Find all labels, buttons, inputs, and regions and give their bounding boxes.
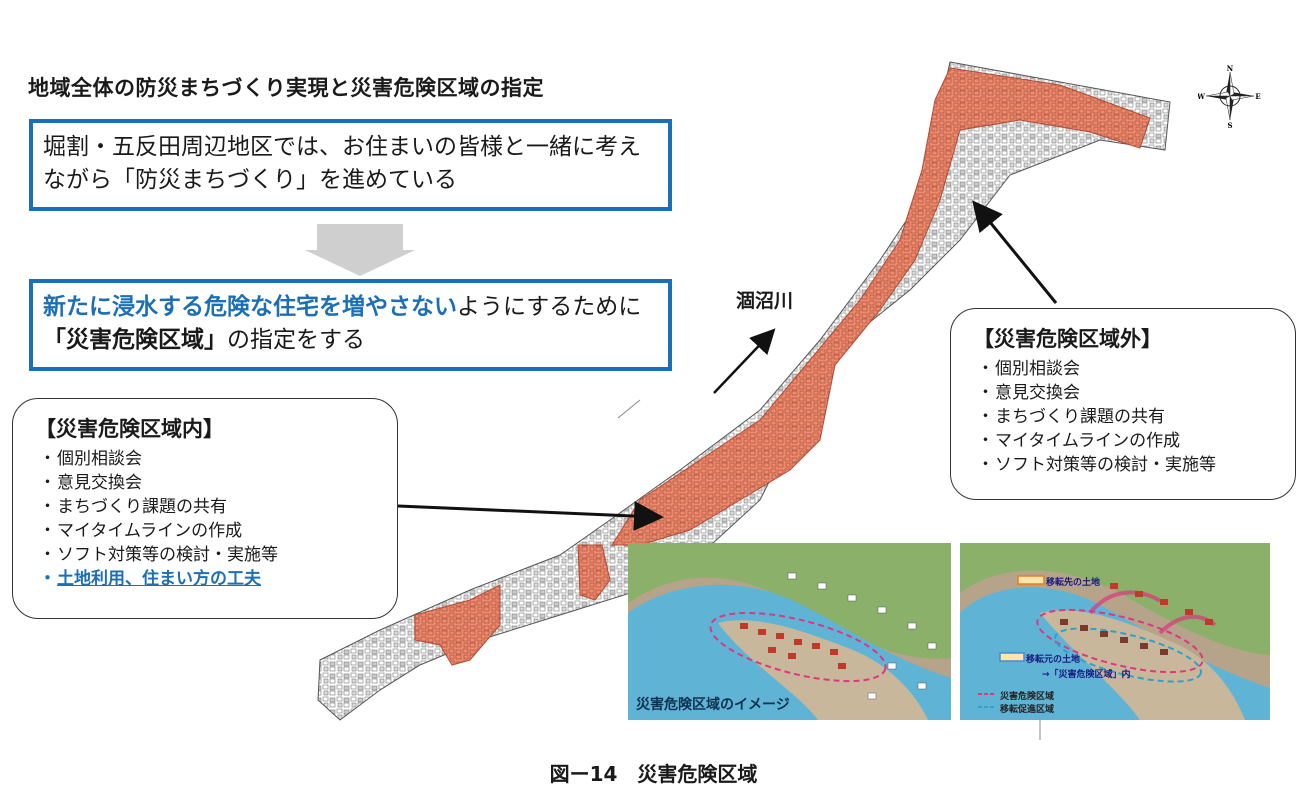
list-item: マイタイムラインの作成 (57, 519, 375, 543)
designation-text-b: の指定をする (227, 327, 365, 353)
designation-accent: 新たに浸水する危険な住宅を増やさない (43, 294, 457, 320)
relocation-illustration-art (960, 543, 1270, 720)
list-item: まちづくり課題の共有 (57, 495, 375, 519)
outside-pointer-arrow (972, 200, 1058, 304)
list-item: まちづくり課題の共有 (995, 405, 1273, 429)
town-map (317, 61, 1171, 740)
compass-n: N (1227, 64, 1234, 73)
page-heading: 地域全体の防災まちづくり実現と災害危険区域の指定 (28, 76, 544, 100)
hazard-zone-west (414, 584, 501, 666)
list-item: 個別相談会 (57, 447, 375, 471)
hazard-zone-main (611, 67, 1151, 546)
list-item-highlight: 土地利用、住まい方の工夫 (57, 567, 375, 591)
river-label: 涸沼川 (736, 290, 794, 312)
figure-caption: 図ー14 災害危険区域 (549, 762, 758, 786)
compass-w: W (1198, 92, 1205, 101)
district-area (317, 61, 1171, 721)
compass-s: S (1227, 121, 1232, 128)
inside-zone-label: →「災害危険区域」内 (1042, 670, 1131, 680)
inside-zone-box: 【災害危険区域内】 個別相談会 意見交換会 まちづくり課題の共有 マイタイムライ… (12, 398, 398, 619)
down-arrow-icon (305, 224, 415, 276)
list-item: 意見交換会 (57, 471, 375, 495)
illustration-caption: 災害危険区域のイメージ (636, 697, 790, 713)
legend-hazard-zone: 災害危険区域 (1000, 692, 1055, 702)
inside-zone-title: 【災害危険区域内】 (35, 417, 224, 441)
outside-zone-title: 【災害危険区域外】 (973, 327, 1162, 351)
hazard-zone-illustration-art (628, 543, 951, 720)
designation-text-a: ようにするために (457, 294, 642, 320)
list-item: マイタイムラインの作成 (995, 429, 1273, 453)
hazard-zone-south (577, 544, 611, 601)
list-item: 個別相談会 (995, 357, 1273, 381)
list-item: ソフト対策等の検討・実施等 (57, 543, 375, 567)
outside-zone-list: 個別相談会 意見交換会 まちづくり課題の共有 マイタイムラインの作成 ソフト対策… (973, 357, 1273, 477)
inside-zone-list: 個別相談会 意見交換会 まちづくり課題の共有 マイタイムラインの作成 ソフト対策… (35, 447, 375, 591)
legend-relocation-zone: 移転促進区域 (1000, 705, 1055, 715)
designation-box: 新たに浸水する危険な住宅を増やさないようにするために「災害危険区域」の指定をする (29, 279, 672, 371)
river-arrow-icon (713, 328, 776, 394)
relocation-illustration: 移転先の土地 移転元の土地 →「災害危険区域」内 災害危険区域 移転促進区域 (960, 543, 1270, 720)
inside-pointer-arrow (397, 500, 664, 531)
designation-strong: 「災害危険区域」 (43, 327, 227, 353)
origin-land-label: 移転元の土地 (1026, 655, 1081, 665)
list-item: ソフト対策等の検討・実施等 (995, 453, 1273, 477)
intro-text: 堀割・五反田周辺地区では、お住まいの皆様と一緒に考えながら「防災まちづくり」を進… (43, 134, 641, 193)
intro-box: 堀割・五反田周辺地区では、お住まいの皆様と一緒に考えながら「防災まちづくり」を進… (29, 119, 672, 211)
compass-e: E (1255, 92, 1260, 101)
list-item: 意見交換会 (995, 381, 1273, 405)
compass-icon: N S E W (1198, 64, 1261, 128)
hazard-zone-illustration: 災害危険区域のイメージ (628, 543, 951, 720)
outside-zone-box: 【災害危険区域外】 個別相談会 意見交換会 まちづくり課題の共有 マイタイムライ… (950, 308, 1296, 500)
destination-land-label: 移転先の土地 (1046, 578, 1101, 588)
